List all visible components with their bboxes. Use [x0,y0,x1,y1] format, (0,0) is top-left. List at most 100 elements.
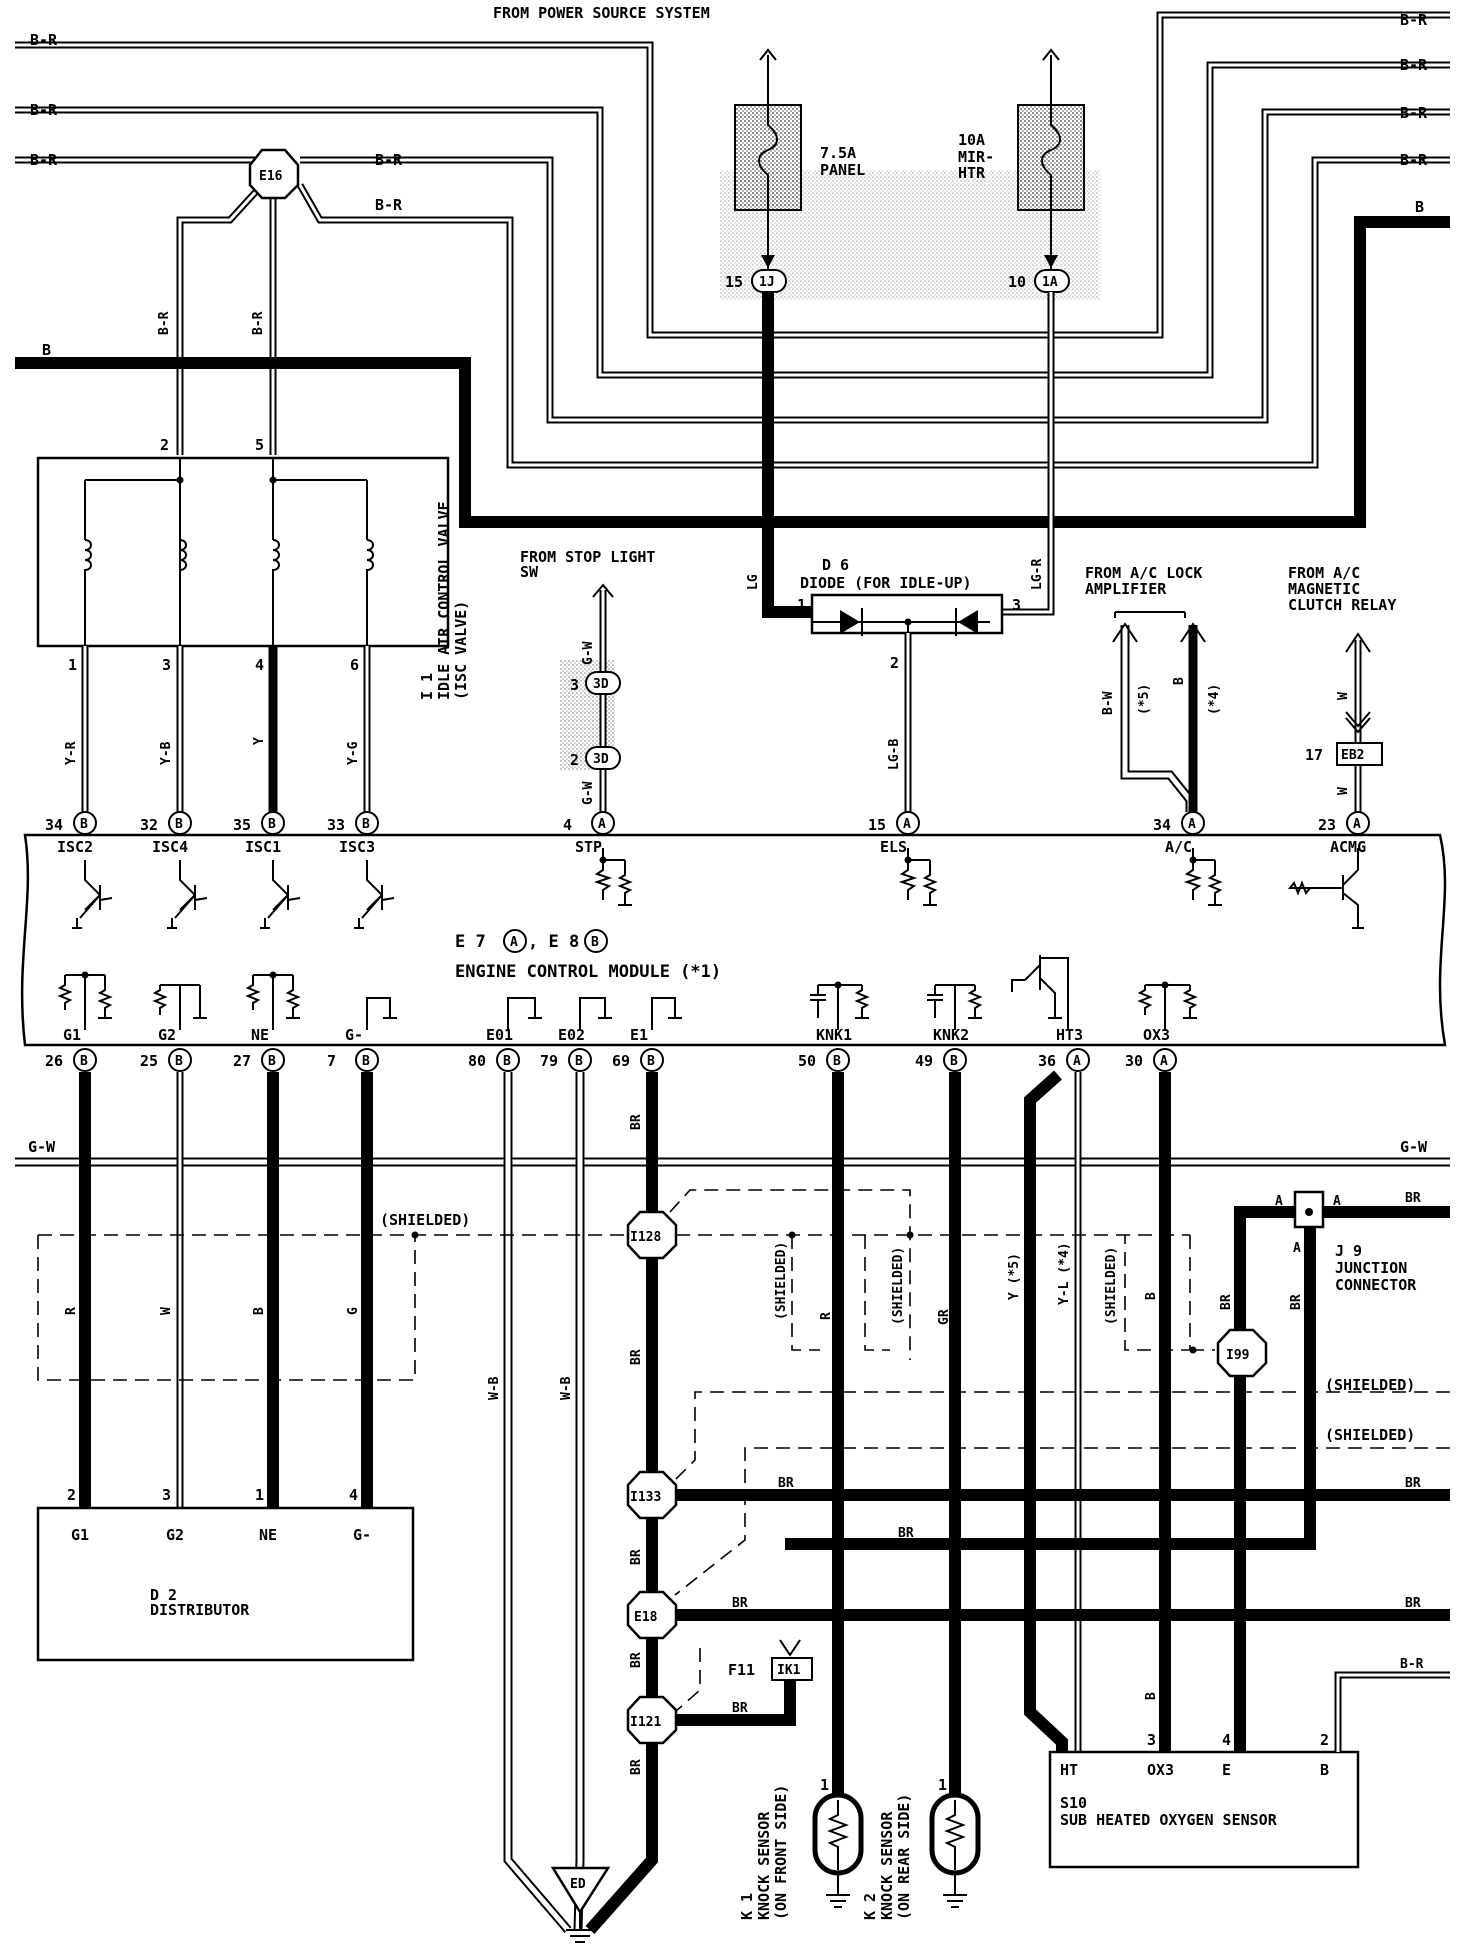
svg-text:BR: BR [898,1526,914,1541]
svg-text:3D: 3D [593,677,609,692]
pin-connector: A [903,817,911,832]
svg-text:E 7: E 7 [455,932,486,952]
wire-color-y-r: Y-R [64,741,79,765]
pin-name: ISC4 [152,838,188,856]
svg-text:W: W [1336,787,1351,795]
pin-name: HT3 [1056,1026,1083,1044]
svg-text:DISTRIBUTOR: DISTRIBUTOR [150,1601,250,1619]
pin-name: A/C [1165,838,1192,856]
svg-text:(ISC VALVE): (ISC VALVE) [452,601,470,700]
svg-text:I121: I121 [630,1715,661,1730]
power-source-header: FROM POWER SOURCE SYSTEM [493,4,710,22]
svg-text:SUB HEATED OXYGEN SENSOR: SUB HEATED OXYGEN SENSOR [1060,1811,1278,1829]
svg-text:S10: S10 [1060,1794,1087,1812]
distributor-pin-number: 1 [255,1486,264,1504]
svg-text:A: A [1333,1194,1341,1209]
svg-text:IK1: IK1 [777,1663,801,1678]
wire-color-b-r: B-R [30,101,58,119]
pin-name: G- [345,1026,363,1044]
svg-text:MIR-: MIR- [958,148,994,166]
svg-text:W-B: W-B [559,1376,574,1400]
svg-text:FROM A/C: FROM A/C [1288,564,1360,582]
svg-text:15: 15 [725,273,743,291]
distributor-pin-number: 3 [162,1486,171,1504]
svg-text:1: 1 [820,1776,829,1794]
pin-name: STP [575,838,602,856]
svg-text:I128: I128 [630,1230,661,1245]
svg-text:BR: BR [629,1549,644,1565]
wire-color-b: B [42,341,51,359]
wire-color-lg: LG [746,574,761,590]
pin-name: ELS [880,838,907,856]
svg-text:4: 4 [255,656,264,674]
pin-number: 30 [1125,1052,1143,1070]
svg-text:B: B [1144,1292,1159,1300]
svg-text:BR: BR [629,1759,644,1775]
svg-text:PANEL: PANEL [820,161,865,179]
svg-text:BR: BR [629,1114,644,1130]
pin-number: 79 [540,1052,558,1070]
fuse-mir-htr: 10A MIR- HTR [958,48,1085,270]
pin-number: 35 [233,816,251,834]
b-wire-left [15,216,1450,528]
diode-d6: D 6 DIODE (FOR IDLE-UP) 1 3 2 [797,556,1021,672]
svg-text:BR: BR [732,1596,748,1611]
svg-text:R: R [819,1312,834,1320]
ecm-box [20,833,1447,1047]
knock-sensor-k1: 1 K 1 KNOCK SENSOR (ON FRONT SIDE) [738,1776,864,1920]
distributor-pin-name: G2 [166,1526,184,1544]
svg-text:(SHIELDED): (SHIELDED) [1325,1376,1415,1394]
svg-text:R: R [64,1307,79,1315]
svg-text:3: 3 [1012,596,1021,614]
pin-number: 25 [140,1052,158,1070]
pin-name: E1 [630,1026,648,1044]
pin-connector: A [1073,1054,1081,1069]
wire-color-b-r: B-R [157,311,172,335]
pin-connector: A [1188,817,1196,832]
svg-text:(SHIELDED): (SHIELDED) [380,1211,470,1229]
pin-number: 27 [233,1052,251,1070]
connector-e18: E18 [626,1590,678,1640]
svg-text:1: 1 [797,596,806,614]
pin-number: 34 [1153,816,1171,834]
connector-e16: E16 [248,148,300,200]
svg-text:(SHIELDED): (SHIELDED) [1325,1426,1415,1444]
connector-i99: I99 [1216,1328,1268,1378]
svg-text:G-W: G-W [1400,1138,1428,1156]
sensor-pin-name: E [1222,1761,1231,1779]
pin-name: ACMG [1330,838,1366,856]
svg-text:W: W [159,1307,174,1315]
svg-text:EB2: EB2 [1341,748,1364,763]
svg-text:MAGNETIC: MAGNETIC [1288,580,1360,598]
distributor-d2: D 2 DISTRIBUTOR [36,1506,415,1662]
svg-text:BR: BR [1289,1294,1304,1310]
svg-text:BR: BR [1405,1476,1421,1491]
sensor-pin-number: 3 [1147,1731,1156,1749]
svg-text:GR: GR [937,1309,952,1325]
wire-color-b-r: B-R [1400,11,1428,29]
fuse-panel: 7.5A PANEL [734,48,865,270]
pin-number: 7 [327,1052,336,1070]
pin-number: 15 [868,816,886,834]
br-ground-wires [652,1206,1450,1752]
pin-name: ISC1 [245,838,281,856]
svg-text:(*5): (*5) [1137,684,1152,715]
svg-text:HTR: HTR [958,164,986,182]
svg-text:KNOCK SENSOR: KNOCK SENSOR [878,1811,896,1920]
svg-text:K 1: K 1 [738,1893,756,1920]
pin-connector: B [80,1054,88,1069]
svg-text:1: 1 [68,656,77,674]
wire-color-lg-r: LG-R [1030,559,1045,590]
wire-color-y-b: Y-B [159,741,174,765]
pin-number: 33 [327,816,345,834]
pin-connector: B [175,1054,183,1069]
